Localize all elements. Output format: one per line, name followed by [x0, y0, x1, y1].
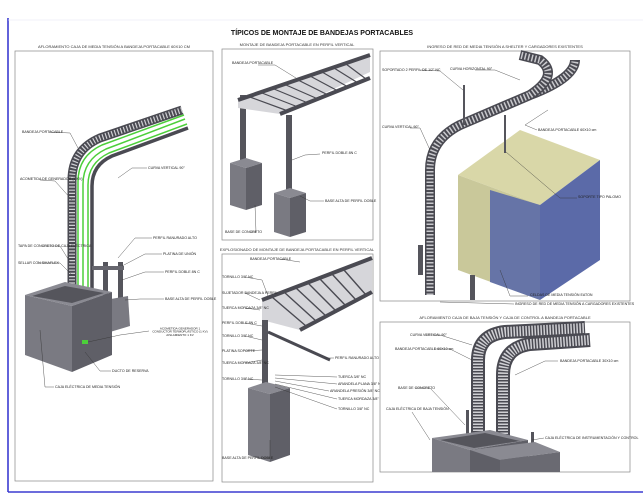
panel-afloramiento-media-tension: AFLORAMIENTO CAJA DE MEDIA TENSIÓN A BAN… — [14, 44, 217, 482]
shelter-cells — [458, 130, 600, 300]
label-perfil-doble: PERFIL DOBLE 8N C — [165, 270, 200, 274]
label-curva-vertical: CURVA VERTICAL 90° — [410, 333, 447, 337]
label-base-concreto: BASE DE CONCRETO — [398, 386, 435, 390]
label-bandeja-portacable: BANDEJA PORTACABLE — [22, 130, 64, 134]
cable-tray-vertical-curve — [67, 105, 189, 292]
label-base-alta: BASE ALTA DE PERFIL DOBLE — [165, 297, 217, 301]
label-sellar-sikaflex: SELLAR CON SIKAFLEX — [18, 261, 60, 265]
label-caja-instrumentacion: CAJA ELÉCTRICA DE INSTRUMENTACIÓN Y CONT… — [545, 435, 638, 440]
label-curva-vertical: CURVA VERTICAL 90° — [382, 125, 419, 129]
label-platina-union: PLATINA DE UNIÓN — [163, 251, 196, 256]
panel-afloramiento-baja-tension: AFLORAMIENTO CAJA DE BAJA TENSIÓN Y CAJA… — [379, 315, 638, 473]
sheet-title: TÍPICOS DE MONTAJE DE BANDEJAS PORTACABL… — [231, 28, 413, 37]
label-curva-vertical: CURVA VERTICAL 90° — [148, 166, 185, 170]
cable-tray — [261, 256, 373, 332]
panel-caption: INGRESO DE RED DE MEDIA TENSIÓN A SHELTE… — [427, 44, 583, 49]
label-tuerca-mordaza: TUERCA MORDAZA 3/8" NC — [222, 306, 269, 310]
label-perfil-ranurado: PERFIL RANURADO ALTO — [335, 356, 379, 360]
label-bandeja-portacable: BANDEJA PORTACABLE 60X10 cm — [538, 128, 596, 132]
label-curva-horizontal: CURVA HORIZONTAL 90° — [450, 67, 493, 71]
label-tornillo: TORNILLO 3/8" NC — [222, 275, 254, 279]
label-soportado-perfil: SOPORTADO 2 PERFIL DE 1/2" NC — [382, 68, 441, 72]
panel-caption: AFLORAMIENTO CAJA DE BAJA TENSIÓN Y CAJA… — [419, 315, 591, 320]
label-base-alta: BASE ALTA DE PERFIL DOBLE — [222, 456, 274, 460]
label-tornillo: TORNILLO 3/8" NC — [222, 334, 254, 338]
label-bandeja-portacable: BANDEJA PORTACABLE — [250, 257, 292, 261]
label-bandeja-portacable: BANDEJA PORTACABLE — [232, 61, 274, 65]
panel-montaje-perfil-vertical: MONTAJE DE BANDEJA PORTACABLE EN PERFIL … — [221, 42, 377, 241]
label-base-concreto: BASE DE CONCRETO — [225, 230, 262, 234]
panel-ingreso-shelter: INGRESO DE RED DE MEDIA TENSIÓN A SHELTE… — [379, 44, 635, 306]
label-ingreso-red: INGRESO DE RED DE MEDIA TENSIÓN A CARGAD… — [515, 301, 635, 306]
perfil-doble — [262, 320, 268, 390]
conduit-green — [82, 340, 88, 344]
label-tuerca-mordaza: TUERCA MORDAZA 3/8" NC — [338, 397, 385, 401]
low-voltage-boxes — [432, 430, 560, 472]
cable-tray-s-curve — [418, 50, 580, 300]
panel-caption: AFLORAMIENTO CAJA DE MEDIA TENSIÓN A BAN… — [38, 44, 190, 49]
panel-caption: MONTAJE DE BANDEJA PORTACABLE EN PERFIL … — [240, 42, 355, 47]
label-platina-soporte: PLATINA SOPORTE — [222, 349, 256, 353]
label-ducto-reserva: DUCTO DE RESERVA — [112, 369, 149, 373]
panel-caption: EXPLOSIONADO DE MONTAJE DE BANDEJA PORTA… — [220, 247, 375, 252]
concrete-base — [230, 158, 306, 237]
label-perfil-doble: PERFIL DOBLE 8N C — [322, 151, 357, 155]
label-bandeja-30x10: BANDEJA PORTACABLE 30X10 cm — [560, 359, 618, 363]
medium-voltage-box — [25, 282, 112, 372]
label-arandela-presion: ARANDELA PRESIÓN 3/8" NC — [330, 388, 380, 393]
label-sujetador: SUJETADOR BANDEJA A PERFIL — [222, 291, 277, 295]
label-bandeja-60x10: BANDEJA PORTACABLE 60X10 cm — [395, 347, 453, 351]
label-tuerca: TUERCA 3/8" NC — [338, 375, 366, 379]
label-tornillo: TORNILLO 3/8" NC — [338, 407, 370, 411]
label-acometida-conductor: ACOMETIDA GENERADOR 1 CONDUCTOR TERMOPLÁ… — [152, 327, 208, 337]
label-soporte-palomo: SOPORTE TIPO PALOMO — [578, 195, 621, 199]
cable-tray — [237, 53, 371, 116]
label-caja-media-tension: CAJA ELÉCTRICA DE MEDIA TENSIÓN — [55, 384, 120, 389]
label-perfil-ranurado: PERFIL RANURADO ALTO — [153, 236, 197, 240]
label-caja-baja-tension: CAJA ELÉCTRICA DE BAJA TENSIÓN — [386, 406, 449, 411]
perfil-ranurado — [267, 330, 331, 362]
cable-trays-vertical — [466, 321, 591, 452]
concrete-base — [248, 382, 290, 462]
label-base-alta: BASE ALTA DE PERFIL DOBLE — [325, 199, 377, 203]
label-tuerca-mordaza: TUERCA MORDAZA 3/8" NC — [222, 361, 269, 365]
label-arandela-plana: ARANDELA PLANA 3/8" NC — [338, 382, 384, 386]
label-tapa-concreto: TAPA DE CONCRETO DE CAJA ELÉCTRICA — [18, 243, 92, 248]
label-acometida-generador: ACOMETIDA DE GENERADOR (1 KV) — [20, 177, 83, 181]
label-celdas-eaton: CELDAS DE MEDIA TENSIÓN EATON — [530, 292, 593, 297]
label-perfil-doble: PERFIL DOBLE 8N C — [222, 321, 257, 325]
panel-explosionado: EXPLOSIONADO DE MONTAJE DE BANDEJA PORTA… — [220, 247, 385, 483]
label-tornillo: TORNILLO 3/8" NC — [222, 377, 254, 381]
